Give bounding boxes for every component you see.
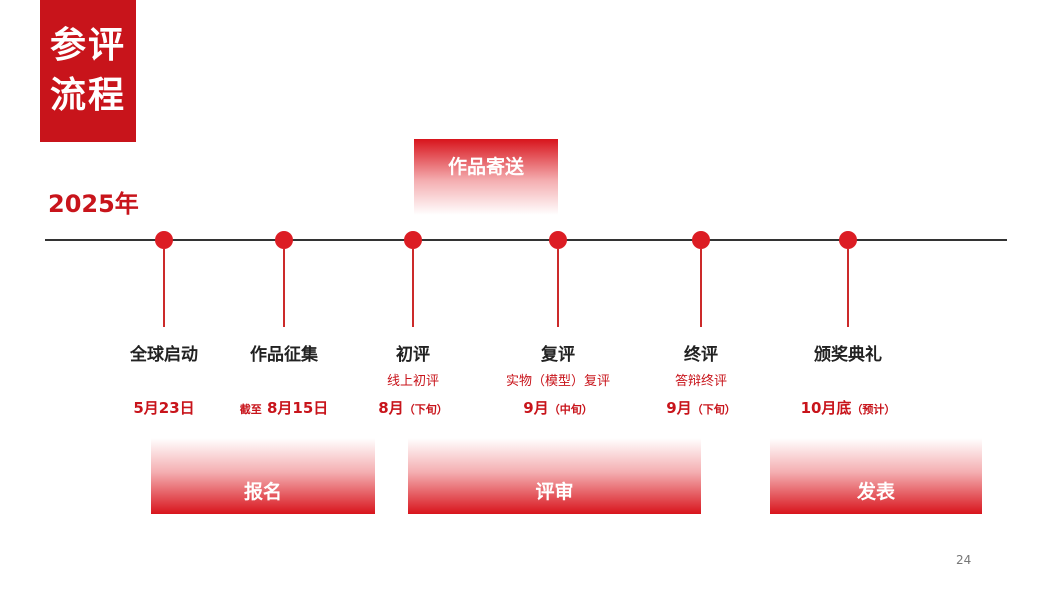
phase-box-shipping: 作品寄送	[414, 139, 558, 215]
milestone-label: 作品征集	[250, 345, 318, 365]
milestone-date-value: 8月15日	[266, 399, 329, 417]
phase-box-label: 报名	[243, 481, 282, 503]
milestone-label: 复评	[541, 345, 575, 365]
milestone-date-prefix: 截至	[239, 403, 262, 416]
phase-box-publication: 发表	[770, 438, 982, 514]
milestone-date-value: 10月底	[800, 399, 852, 417]
section-title-line2: 流程	[49, 75, 126, 116]
milestone-label: 初评	[396, 345, 430, 365]
milestone-date-note: （中旬）	[548, 403, 593, 416]
milestone-date-value: 8月	[378, 399, 404, 417]
milestone-label: 全球启动	[130, 345, 198, 365]
milestone-dot	[549, 231, 567, 249]
phase-box-label: 发表	[856, 481, 895, 503]
phase-box-review: 评审	[408, 438, 701, 514]
milestone-dot	[155, 231, 173, 249]
section-title-line1: 参评	[49, 25, 126, 66]
phase-box-registration: 报名	[151, 438, 375, 514]
milestone-date: 10月底（预计）	[758, 397, 938, 418]
milestone-date: 截至 8月15日	[194, 397, 374, 418]
milestone-stem	[283, 249, 285, 327]
milestone-dot	[275, 231, 293, 249]
milestone-label: 终评	[684, 345, 718, 365]
phase-box-shipping-label: 作品寄送	[447, 156, 524, 178]
phase-box-label: 评审	[535, 481, 574, 503]
milestone-date-note: （下旬）	[403, 403, 448, 416]
milestone-date-value: 9月	[666, 399, 692, 417]
milestone-stem	[700, 249, 702, 327]
milestone-label: 颁奖典礼	[814, 345, 882, 365]
milestone-date-note: （预计）	[851, 403, 896, 416]
milestone-date: 5月23日	[74, 397, 254, 418]
milestone-date-value: 5月23日	[133, 399, 195, 417]
milestone-date: 8月（下旬）	[323, 397, 503, 418]
milestone-dot	[404, 231, 422, 249]
milestone-sub: 线上初评	[386, 374, 439, 389]
milestone-dot	[692, 231, 710, 249]
milestone-sub: 答辩终评	[674, 374, 727, 389]
milestone-date: 9月（中旬）	[468, 397, 648, 418]
page-number: 24	[956, 553, 972, 567]
milestone-dot	[839, 231, 857, 249]
milestone-stem	[847, 249, 849, 327]
milestone-stem	[412, 249, 414, 327]
section-title-box: 参评 流程	[40, 0, 136, 142]
milestone-date: 9月（下旬）	[611, 397, 791, 418]
milestone-stem	[557, 249, 559, 327]
timeline-line	[45, 239, 1007, 241]
milestone-sub: 实物（模型）复评	[505, 374, 610, 389]
milestone-stem	[163, 249, 165, 327]
milestone-date-note: （下旬）	[691, 403, 736, 416]
milestone-date-value: 9月	[523, 399, 549, 417]
year-label: 2025年	[48, 190, 139, 218]
